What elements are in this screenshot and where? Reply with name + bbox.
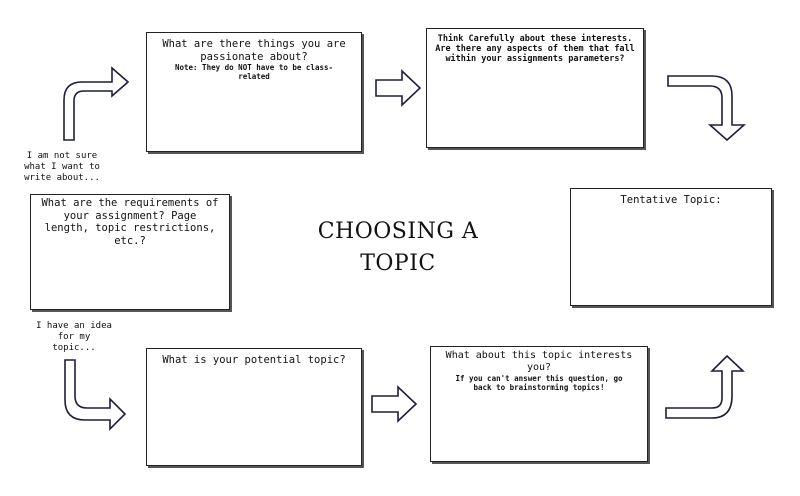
curved-arrow-down-right-icon (64, 359, 127, 431)
have-idea-line-2: for my (57, 331, 91, 342)
topic-interest-text: What about this topic interests you? If … (432, 350, 646, 392)
topic-interest-line-3: If you can't answer this question, go (455, 374, 623, 383)
not-sure-line-2: what I want to (24, 161, 100, 172)
title-line-2: TOPIC (360, 251, 436, 276)
title-line-1: CHOOSING A (317, 219, 479, 244)
interests-line-2: Are there any aspects of them that fall (435, 44, 635, 55)
curved-arrow-down-icon (667, 75, 747, 142)
potential-topic-question: What is your potential topic? (162, 354, 346, 366)
interests-box (426, 28, 644, 148)
interests-line-3: within your assignments parameters? (445, 54, 625, 65)
passion-question: What are there things you are (162, 38, 346, 50)
requirements-line-2: your assignment? Page (63, 209, 197, 222)
not-sure-label: I am not sure what I want to write about… (22, 151, 102, 183)
curved-arrow-up-icon (665, 354, 746, 419)
requirements-line-3: length, topic restrictions, (44, 222, 216, 235)
requirements-line-1: What are the requirements of (41, 197, 219, 209)
passion-text: What are there things you are passionate… (148, 38, 360, 81)
topic-interest-box (430, 346, 648, 462)
tentative-topic-box (570, 188, 772, 306)
have-idea-line-3: topic... (52, 342, 96, 353)
right-arrow-icon (371, 385, 418, 423)
passion-note: Note: They do NOT have to be class- (174, 63, 334, 73)
potential-topic-box (146, 348, 362, 466)
requirements-text: What are the requirements of your assign… (32, 197, 228, 247)
passion-question-2: passionate about? (200, 50, 308, 63)
diagram-title: CHOOSING A TOPIC (300, 216, 496, 280)
right-arrow-icon (375, 69, 422, 107)
curved-arrow-up-right-icon (63, 66, 130, 141)
interests-line-1: Think Carefully about these interests. (437, 34, 633, 44)
topic-interest-line-4: back to brainstorming topics! (473, 383, 605, 392)
tentative-topic-label: Tentative Topic: (620, 194, 722, 206)
topic-interest-line-2: you? (526, 362, 552, 373)
passion-note-2: related (238, 72, 270, 82)
interests-text: Think Carefully about these interests. A… (428, 34, 642, 65)
have-idea-line-1: I have an idea (36, 321, 112, 331)
not-sure-line-1: I am not sure (26, 151, 98, 161)
requirements-line-4: etc.? (114, 234, 146, 247)
requirements-box (30, 194, 230, 310)
topic-interest-line-1: What about this topic interests (445, 350, 633, 361)
passion-box (146, 32, 362, 152)
have-idea-label: I have an idea for my topic... (24, 321, 124, 353)
not-sure-line-3: write about... (24, 172, 100, 183)
